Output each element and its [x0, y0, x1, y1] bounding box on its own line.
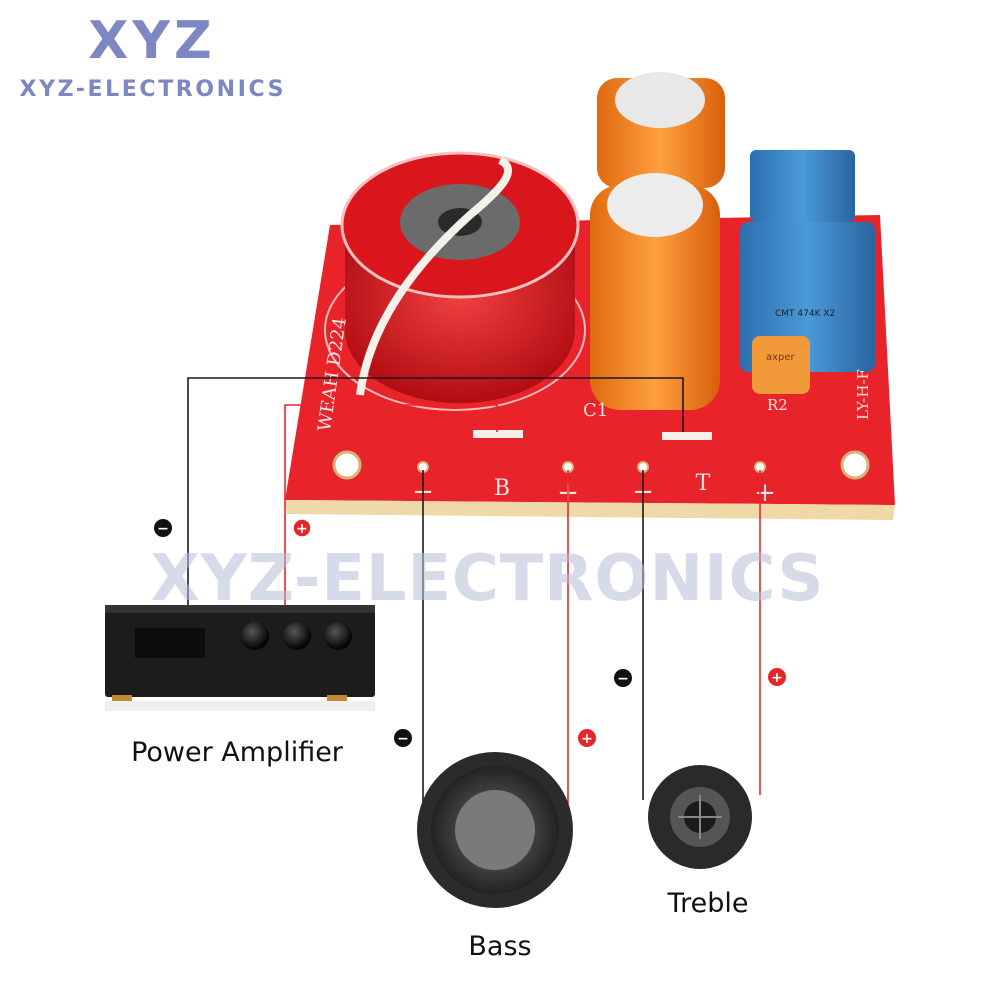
solder-pad	[662, 432, 712, 440]
terminal-treble-positive: +	[754, 478, 776, 508]
amplifier-label: Power Amplifier	[131, 737, 344, 768]
film-cap-marking: CMT 474K X2	[775, 309, 835, 319]
mounting-hole	[332, 450, 362, 480]
power-amplifier	[105, 605, 375, 711]
electrolytic-capacitor	[590, 185, 720, 410]
svg-text:−: −	[617, 671, 629, 687]
svg-text:−: −	[157, 521, 169, 537]
svg-text:−: −	[397, 731, 409, 747]
badge-treble-negative: −	[614, 669, 632, 687]
crossover-board: CMT 474K X2 axper WEAH D224 LY-H-F C1 R2…	[285, 72, 895, 520]
terminal-label-bass: B	[494, 476, 510, 501]
svg-text:+: +	[581, 731, 593, 747]
logo-brand: XYZ	[88, 11, 215, 71]
badge-amp-positive: +	[292, 518, 312, 538]
badge-bass-negative: −	[394, 729, 412, 747]
svg-text:+: +	[296, 521, 308, 537]
solder-pad	[473, 430, 523, 438]
ceramic-cap-marking: axper	[766, 352, 796, 363]
bass-label: Bass	[468, 931, 531, 962]
component-label-r2: R2	[767, 396, 788, 414]
ceramic-capacitor	[752, 336, 810, 394]
bass-speaker	[417, 752, 573, 908]
badge-bass-positive: +	[578, 729, 596, 747]
brand-logo: XYZ XYZ-ELECTRONICS	[20, 11, 285, 102]
treble-label: Treble	[667, 888, 749, 919]
watermark: XYZ-ELECTRONICS	[151, 542, 826, 616]
logo-name: XYZ-ELECTRONICS	[20, 77, 285, 102]
film-capacitor	[750, 150, 855, 222]
badge-amp-negative: −	[154, 519, 172, 537]
svg-text:+: +	[771, 670, 783, 686]
badge-treble-positive: +	[768, 668, 786, 686]
component-label-c1: C1	[583, 400, 608, 421]
film-capacitor	[740, 222, 875, 372]
terminal-label-treble: T	[696, 471, 711, 496]
input-negative-wire	[187, 377, 684, 605]
input-positive-wire	[284, 404, 498, 605]
wiring	[187, 377, 761, 815]
board-side-label: LY-H-F	[854, 369, 872, 420]
mounting-hole	[840, 450, 870, 480]
treble-speaker	[648, 765, 752, 869]
pcb-edge	[285, 500, 895, 520]
